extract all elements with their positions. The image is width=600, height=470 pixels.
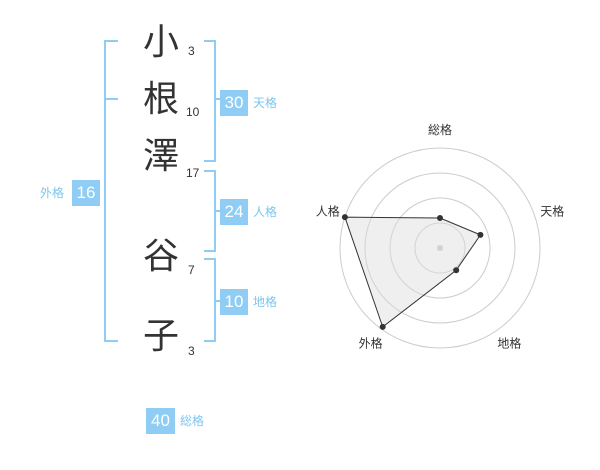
tenkaku-label: 天格: [253, 96, 278, 110]
radar-point: [341, 214, 348, 221]
radar-axis-label: 人格: [316, 204, 340, 219]
radar-rings: [339, 147, 541, 349]
jinkaku-label: 人格: [253, 205, 278, 219]
radar-point: [477, 231, 484, 238]
chikaku-score: 10: [220, 289, 248, 315]
stroke-count-5: 3: [188, 344, 195, 358]
radar-axis-label: 天格: [540, 204, 564, 219]
name-char-3: 澤: [142, 136, 179, 177]
stroke-count-2: 10: [186, 105, 200, 119]
radar-points: [341, 214, 484, 330]
soukaku-score: 40: [146, 408, 175, 434]
radar-ring: [414, 222, 466, 274]
radar-point: [379, 323, 386, 330]
stroke-count-1: 3: [188, 44, 195, 58]
name-char-4: 谷: [142, 236, 179, 277]
gaikaku-score: 16: [72, 180, 100, 206]
radar-center-dot: [437, 245, 443, 251]
radar-ring: [364, 172, 516, 324]
soukaku-label: 総格: [180, 414, 205, 428]
radar-axis-label: 外格: [359, 335, 383, 350]
gaikaku-label: 外格: [40, 186, 65, 200]
radar-point: [453, 267, 460, 274]
radar-point: [437, 215, 443, 221]
name-char-1: 小: [142, 22, 179, 63]
radar-axis-label: 総格: [428, 122, 452, 137]
stroke-count-3: 17: [186, 166, 200, 180]
radar-value-polygon: [344, 216, 482, 328]
radar-ring: [389, 197, 491, 299]
stroke-count-4: 7: [188, 263, 195, 277]
tenkaku-bracket-mid-tick: [214, 98, 220, 100]
jinkaku-bracket-mid-tick: [214, 210, 220, 212]
jinkaku-score: 24: [220, 199, 248, 225]
gaikaku-bracket-mid-tick: [104, 98, 118, 100]
radar-axis-label: 地格: [497, 335, 521, 350]
tenkaku-bracket: [204, 40, 216, 162]
name-char-2: 根: [142, 79, 179, 120]
chikaku-bracket-mid-tick: [214, 300, 220, 302]
chikaku-label: 地格: [253, 295, 278, 309]
tenkaku-score: 30: [220, 90, 248, 116]
gaikaku-bracket: [104, 40, 118, 342]
name-char-5: 子: [142, 316, 179, 357]
